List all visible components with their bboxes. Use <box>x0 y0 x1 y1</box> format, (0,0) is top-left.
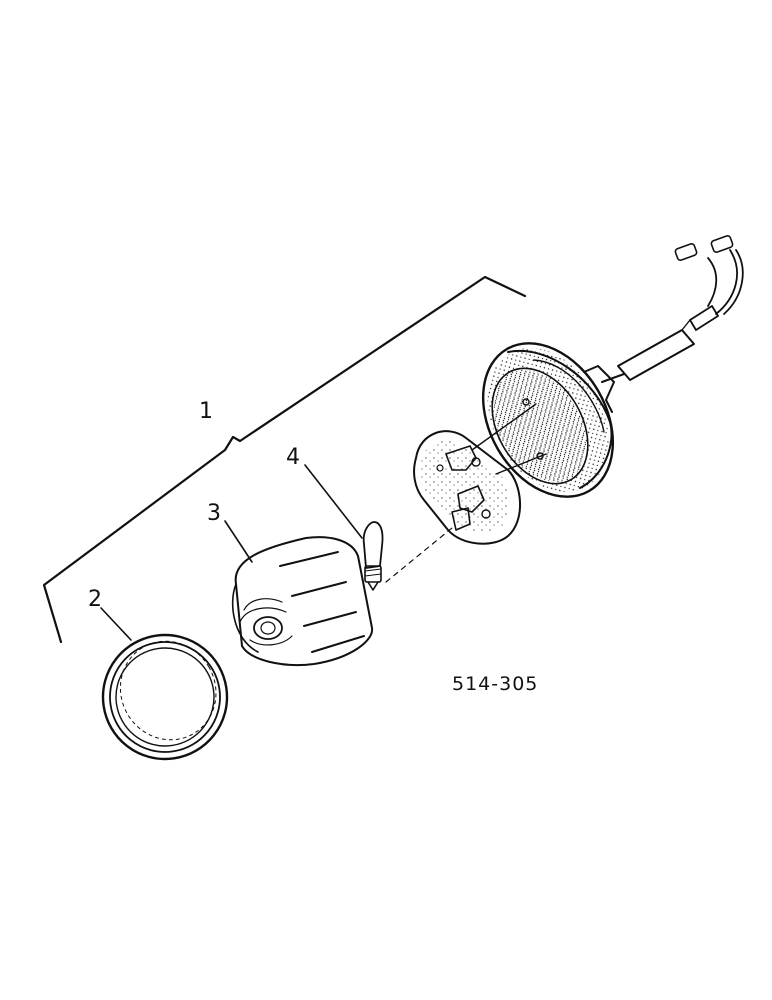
assembly-bracket <box>42 275 527 644</box>
socket-plate <box>413 430 522 545</box>
bulb <box>362 521 384 591</box>
leader-4 <box>304 464 363 539</box>
lens <box>231 536 374 667</box>
wire-harness <box>601 234 744 383</box>
leader-2 <box>100 607 132 641</box>
callout-leaders <box>100 464 363 641</box>
callout-4: 4 <box>286 445 300 470</box>
callout-2: 2 <box>88 587 102 612</box>
leader-3 <box>224 520 253 563</box>
retaining-ring <box>101 633 229 761</box>
callout-3: 3 <box>207 501 221 526</box>
housing <box>481 342 615 498</box>
alignment-line <box>385 527 453 583</box>
callout-1: 1 <box>199 399 213 424</box>
reference-number: 514-305 <box>452 673 538 695</box>
